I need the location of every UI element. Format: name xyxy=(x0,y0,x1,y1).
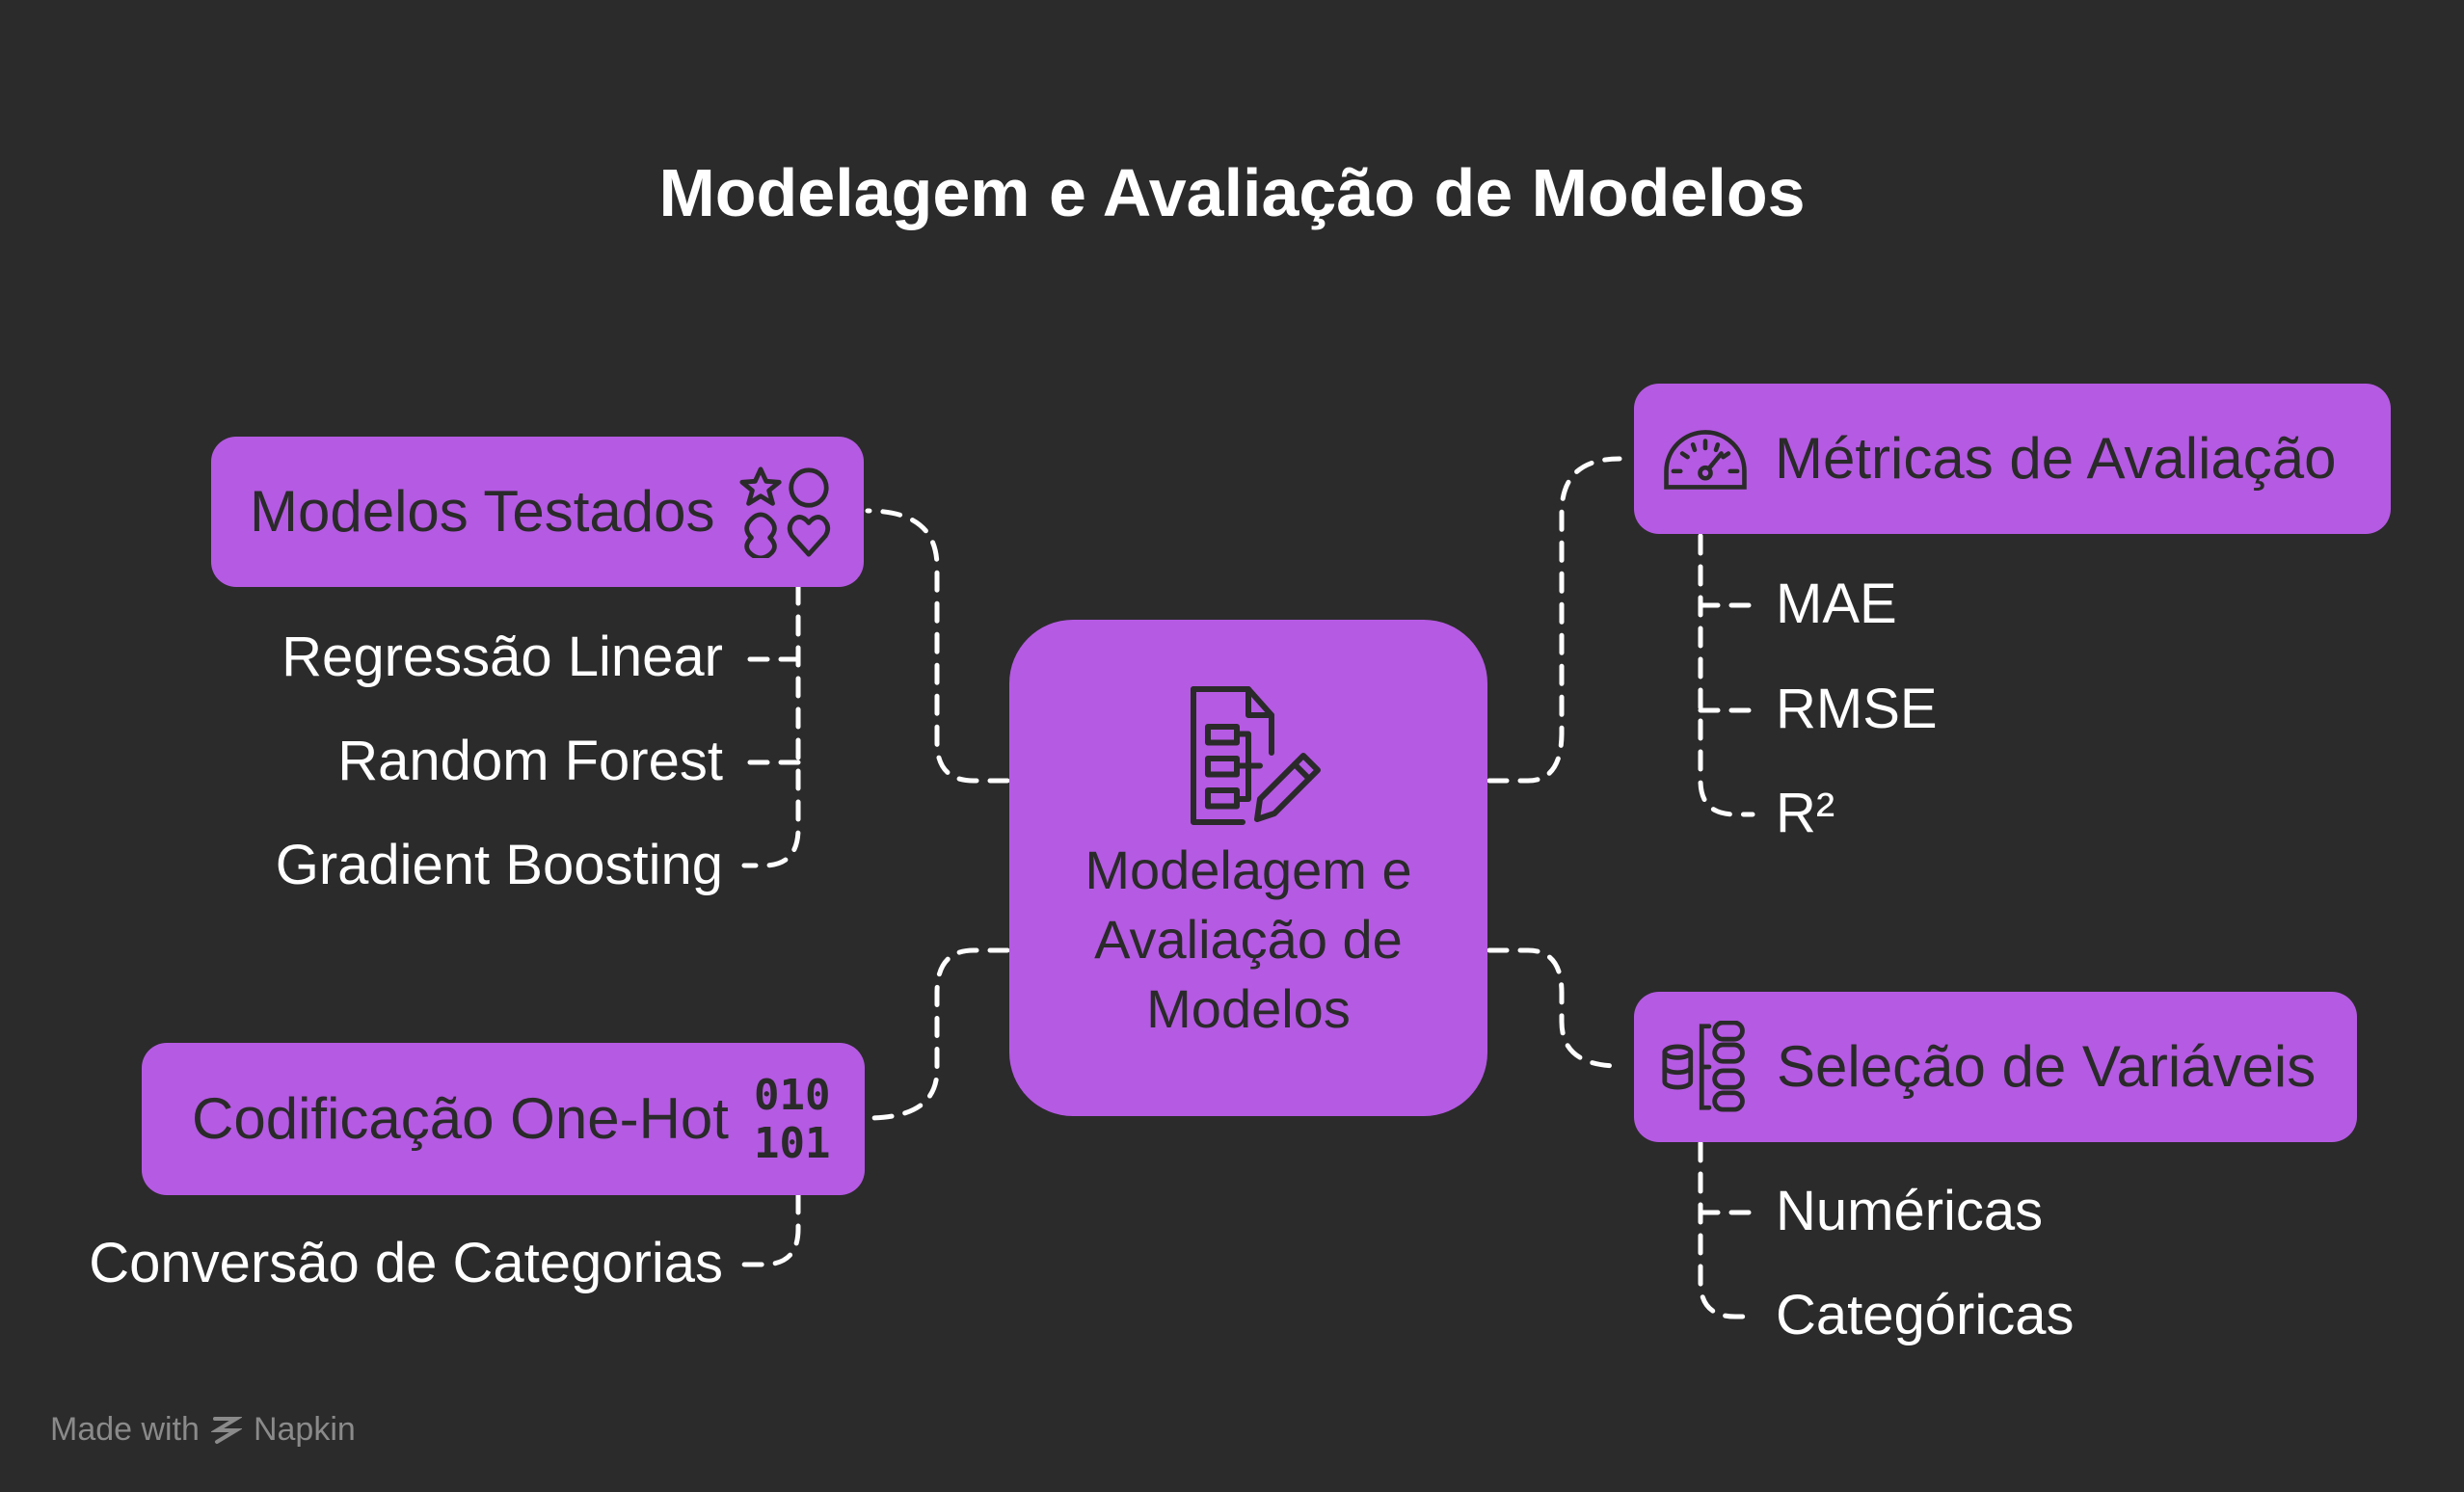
node-modelos-testados[interactable]: Modelos Testados xyxy=(211,437,864,587)
link-modelos-testados xyxy=(865,508,1010,784)
document-flowchart-pencil-icon xyxy=(1191,686,1321,825)
binary-icon: 010 101 xyxy=(754,1073,830,1165)
node-codificacao-one-hot[interactable]: Codificação One-Hot 010 101 xyxy=(142,1043,865,1195)
node-modelos-testados-label: Modelos Testados xyxy=(250,479,715,544)
leaf-gradient-boosting: Gradient Boosting xyxy=(275,834,723,896)
svg-text:010: 010 xyxy=(754,1073,830,1120)
leaf-rmse: RMSE xyxy=(1776,678,1938,740)
node-metricas-avaliacao[interactable]: Métricas de Avaliação xyxy=(1634,384,2391,534)
leaf-regressao-linear: Regressão Linear xyxy=(281,626,723,688)
link-leaves-modelos xyxy=(741,583,801,868)
link-leaves-selecao xyxy=(1698,1140,1755,1319)
link-metricas xyxy=(1486,456,1622,784)
database-list-icon xyxy=(1662,1021,1745,1112)
footer-made-with-text: Made with xyxy=(50,1411,200,1448)
node-metricas-label: Métricas de Avaliação xyxy=(1775,426,2337,491)
leaf-random-forest: Random Forest xyxy=(337,730,723,792)
gauge-icon xyxy=(1664,430,1747,490)
leaf-numericas: Numéricas xyxy=(1776,1180,2044,1242)
leaf-conversao-categorias: Conversão de Categorias xyxy=(89,1232,723,1294)
leaf-categoricas: Categóricas xyxy=(1776,1284,2075,1346)
footer-made-with: Made with Napkin xyxy=(50,1411,356,1449)
svg-text:101: 101 xyxy=(754,1119,830,1165)
leaf-mae: MAE xyxy=(1776,573,1897,635)
link-leaves-metricas xyxy=(1698,533,1755,817)
node-selecao-label: Seleção de Variáveis xyxy=(1777,1034,2317,1099)
link-codificacao xyxy=(865,947,1010,1121)
node-codificacao-label: Codificação One-Hot xyxy=(192,1086,729,1151)
link-selecao xyxy=(1486,947,1622,1069)
node-selecao-variaveis[interactable]: Seleção de Variáveis xyxy=(1634,992,2357,1142)
diagram-title: Modelagem e Avaliação de Modelos xyxy=(658,155,1806,230)
footer-brand: Napkin xyxy=(253,1411,356,1448)
napkin-logo-icon xyxy=(210,1416,242,1444)
center-node[interactable]: Modelagem e Avaliação de Modelos xyxy=(1009,620,1487,1116)
center-label: Modelagem e Avaliação de Modelos xyxy=(1085,839,1412,1039)
link-leaves-codificacao xyxy=(741,1192,801,1267)
shapes-icon xyxy=(738,466,830,558)
leaf-r2: R² xyxy=(1776,782,1835,844)
